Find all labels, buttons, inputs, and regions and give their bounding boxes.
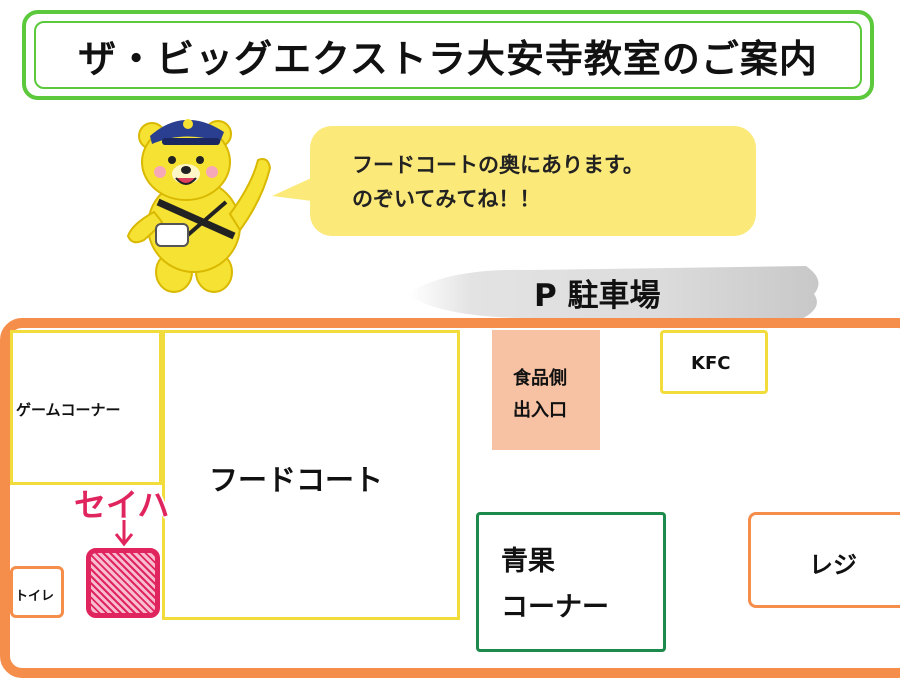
seiha-classroom-marker (86, 548, 160, 618)
speech-bubble-tail (272, 174, 320, 202)
speech-line-1: フードコートの奥にあります。 (352, 153, 644, 177)
title-frame: ザ・ビッグエクストラ大安寺教室のご案内 (22, 10, 874, 100)
zone-food-entrance: 食品側 出入口 (492, 330, 600, 450)
speech-bubble-text: フードコートの奥にあります。 のぞいてみてね！！ (352, 148, 644, 216)
zone-kfc: KFC (660, 330, 768, 394)
parking-label: P 駐車場 (534, 278, 661, 314)
zone-toilet: トイレ (10, 566, 64, 618)
zone-produce-corner: 青果 コーナー (476, 512, 666, 652)
yellow-bear-mascot-icon (126, 119, 272, 293)
speech-bubble: フードコートの奥にあります。 のぞいてみてね！！ (310, 126, 756, 236)
kfc-label: KFC (691, 353, 731, 374)
game-corner-label: ゲームコーナー (16, 401, 121, 419)
toilet-label: トイレ (15, 589, 55, 604)
zone-register: レジ (748, 512, 900, 608)
parking-brush-stroke (410, 266, 819, 320)
speech-line-2: のぞいてみてね！！ (352, 187, 541, 211)
seiha-label: セイハ (74, 486, 170, 524)
zone-food-court: フードコート (162, 330, 460, 620)
food-court-label: フードコート (209, 463, 384, 497)
produce-label-line1: 青果 (501, 546, 555, 577)
register-label: レジ (809, 551, 857, 579)
page-title: ザ・ビッグエクストラ大安寺教室のご案内 (78, 36, 818, 81)
produce-label-line2: コーナー (501, 592, 609, 623)
arrow-down-icon (114, 520, 134, 547)
entrance-label-line1: 食品側 (513, 368, 567, 389)
zone-game-corner: ゲームコーナー (10, 330, 162, 485)
title-frame-inner: ザ・ビッグエクストラ大安寺教室のご案内 (34, 21, 862, 89)
entrance-label-line2: 出入口 (513, 400, 567, 421)
